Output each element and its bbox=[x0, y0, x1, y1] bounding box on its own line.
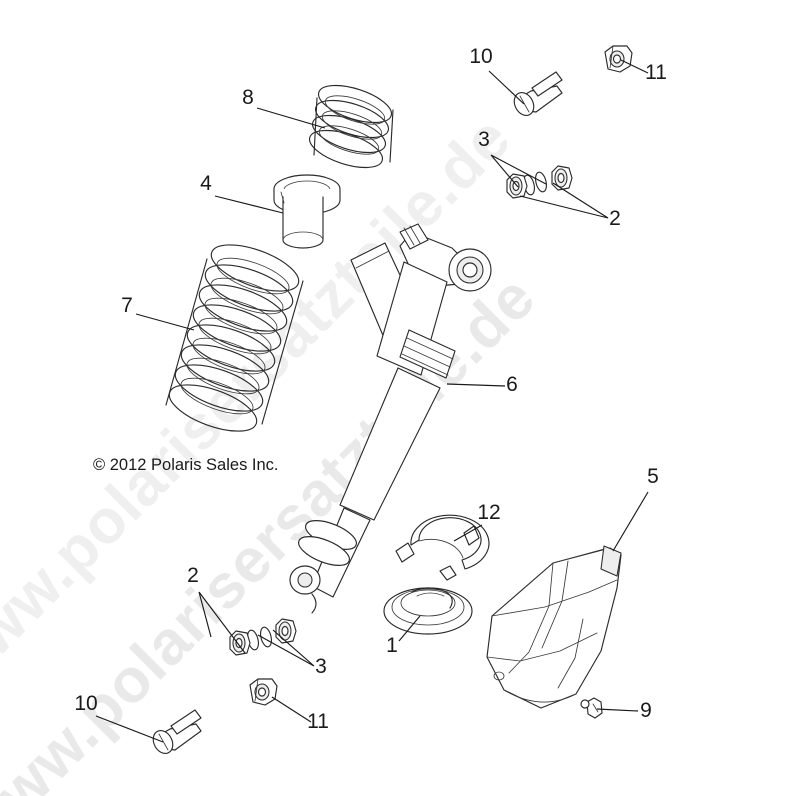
callout-number-2-upper: 2 bbox=[609, 207, 621, 230]
part-main-coil-spring bbox=[165, 244, 304, 432]
part-washer-set-lower bbox=[247, 626, 272, 651]
part-flange-bolt-lower bbox=[152, 709, 202, 754]
part-shock-absorber-body bbox=[289, 223, 492, 614]
copyright-notice: © 2012 Polaris Sales Inc. bbox=[93, 456, 279, 474]
callout-leader-lines bbox=[95, 59, 649, 743]
callout-number-9: 9 bbox=[640, 699, 652, 722]
part-spring-guide-cup bbox=[273, 174, 341, 249]
callout-number-3-upper: 3 bbox=[478, 128, 490, 151]
part-flange-nut-lower bbox=[249, 678, 278, 706]
callout-number-1: 1 bbox=[386, 634, 398, 657]
callout-number-5: 5 bbox=[647, 465, 659, 488]
callout-number-8: 8 bbox=[242, 86, 254, 109]
callout-number-12: 12 bbox=[477, 501, 500, 524]
part-spring-retainer-clip bbox=[395, 514, 490, 581]
part-flange-nut-upper bbox=[604, 45, 633, 73]
callout-number-10-upper: 10 bbox=[469, 45, 492, 68]
callout-number-2-lower: 2 bbox=[187, 564, 199, 587]
part-bushing-pair-lower bbox=[229, 618, 297, 656]
part-push-rivet-fastener bbox=[580, 697, 603, 719]
callout-number-11-lower: 11 bbox=[307, 710, 329, 733]
callout-number-10-lower: 10 bbox=[74, 692, 97, 715]
callout-number-group: 1 2 2 3 3 4 5 6 7 8 9 10 10 11 11 12 bbox=[74, 45, 667, 733]
callout-number-6: 6 bbox=[506, 373, 518, 396]
part-tender-coil-spring bbox=[308, 84, 394, 169]
callout-number-3-lower: 3 bbox=[315, 655, 327, 678]
part-shock-guard-shield bbox=[486, 545, 622, 709]
callout-number-11-upper: 11 bbox=[645, 61, 667, 84]
callout-number-4: 4 bbox=[200, 172, 212, 195]
part-spring-seat-retainer-lower bbox=[383, 587, 473, 635]
callout-number-7: 7 bbox=[121, 294, 133, 317]
